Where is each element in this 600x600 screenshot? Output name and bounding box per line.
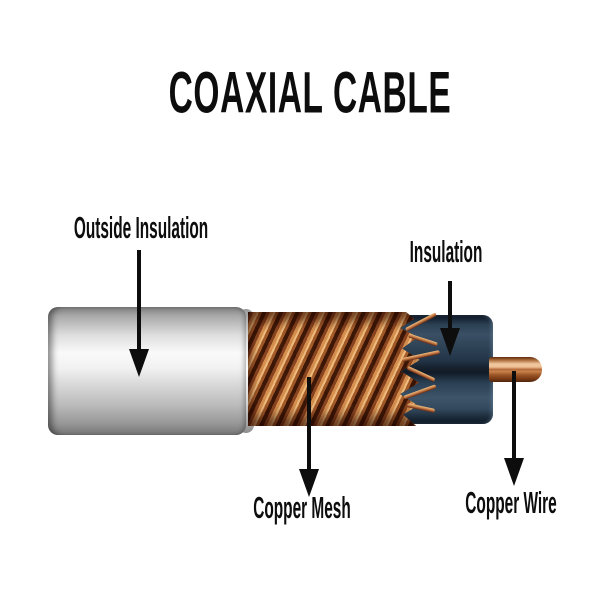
arrow-down-icon-outside-insulation <box>129 250 149 377</box>
arrow-down-icon-copper-mesh <box>299 377 319 497</box>
label-copper-mesh: Copper Mesh <box>253 490 351 525</box>
arrow-shaft <box>448 281 452 328</box>
label-outside-insulation: Outside Insulation <box>73 210 209 245</box>
diagram-title: COAXIAL CABLE <box>168 60 452 126</box>
arrow-shaft <box>512 371 516 458</box>
copper-mesh-layer <box>248 312 420 426</box>
arrow-down-icon-insulation <box>440 281 460 356</box>
arrow-head <box>129 349 149 377</box>
arrow-shaft <box>137 250 141 349</box>
arrow-head <box>299 469 319 497</box>
arrow-down-icon-copper-wire <box>504 371 524 486</box>
arrow-head <box>440 328 460 356</box>
arrow-shaft <box>307 377 311 469</box>
label-insulation: Insulation <box>409 234 483 269</box>
arrow-head <box>504 458 524 486</box>
label-copper-wire: Copper Wire <box>465 485 557 520</box>
